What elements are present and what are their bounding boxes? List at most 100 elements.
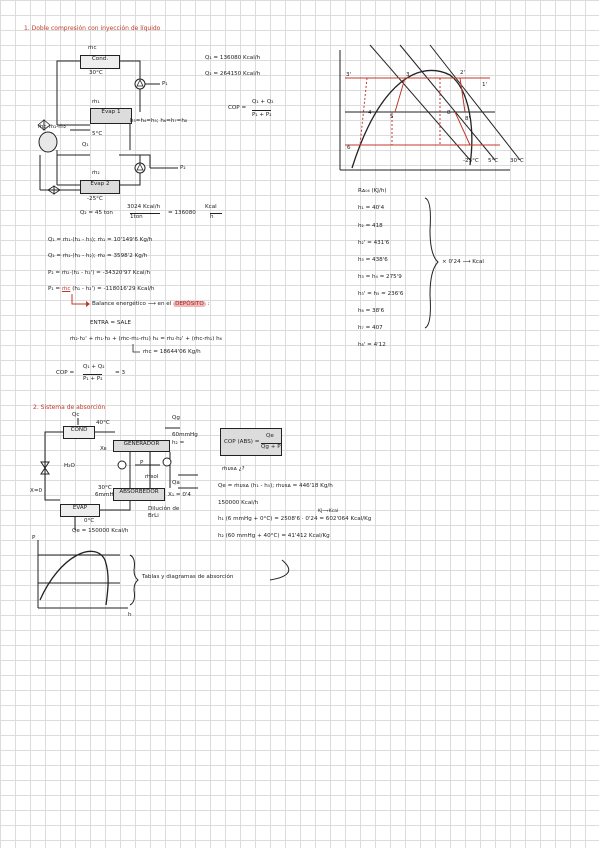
p1-label: P₁ xyxy=(162,81,168,87)
cop2-denominator: P₁ + P₂ xyxy=(83,374,103,382)
cop-label: COP = xyxy=(228,105,247,111)
evap2b-label: EVAP xyxy=(72,505,88,511)
ph-point-5: 5 xyxy=(390,114,394,120)
qa-label: Qa xyxy=(172,480,180,486)
eq-p2: P₂ = ṁ₂·(h₁ - h₂') = -34320'97 Kcal/h xyxy=(48,270,151,276)
cop2-value: = 3 xyxy=(115,370,126,376)
p2-label: P₂ xyxy=(180,165,186,171)
evap1-label: Evap 1 xyxy=(101,109,121,115)
cop-abs-label: COP (ABS) = xyxy=(224,439,260,445)
qg-label: Qg xyxy=(172,415,180,421)
evap2-box: Evap 2 xyxy=(80,180,120,194)
q2-frac-num: 3024 Kcal/h xyxy=(127,204,161,210)
enthalpy-row-4: h₃ = 438'6 xyxy=(358,257,388,263)
qe-equation: Qe = ṁᴜsᴀ (h₁ - h₅); ṁᴜsᴀ = 446'18 Kg/h xyxy=(218,483,333,489)
temp-minus25: -25°C xyxy=(87,196,103,202)
q2-unit-num: Kcal xyxy=(205,204,217,210)
q1-value: Q₁ = 136080 Kcal/h xyxy=(205,55,261,61)
q2-calc: Q₂ = 45 ton xyxy=(80,210,113,216)
evap2b-box: EVAP xyxy=(60,504,100,517)
tablas-note: Tablas y diagramas de absorción xyxy=(142,574,234,580)
generator-box: GENERADOR xyxy=(113,440,170,452)
entra-sale: ENTRA = SALE xyxy=(90,320,131,326)
musa-question: ṁᴜsᴀ ¿? xyxy=(222,466,245,472)
qc-label: Qc xyxy=(72,412,80,418)
enthalpy-row-5: h₃ = h₄ = 275'9 xyxy=(358,274,402,280)
eq-p1-pre: P₁ = xyxy=(48,286,61,292)
balance-line: Balance energético ⟶ en el DEPÓSITO : xyxy=(92,301,209,308)
mix-label: ṁc-ṁ₁-ṁ₂ xyxy=(38,124,66,130)
cop2-label: COP = xyxy=(56,370,75,376)
absorber-label: ABSORBEDOR xyxy=(119,489,159,495)
evap2b-temp: 0°C xyxy=(84,518,95,524)
mix-right-label: h₃=h₄=h₅; h₆=h₇=h₈ xyxy=(130,118,188,124)
condenser-temp: 30°C xyxy=(89,70,103,76)
condenser-box: Cond. xyxy=(80,55,120,69)
absorber-pressure: 6mmHg xyxy=(95,492,118,498)
balance-post: : xyxy=(207,301,210,307)
x0-label: X=0 xyxy=(30,488,43,494)
evap1-box: Evap 1 xyxy=(90,108,132,124)
enthalpy-row-2: h₂ = 418 xyxy=(358,223,383,229)
qe-value-below: 150000 Kcal/h xyxy=(218,500,259,506)
isotherm-30: 30°C xyxy=(510,158,524,164)
h2o-label: H₂O xyxy=(64,463,75,469)
kj-kcal-note: KJ⟶Kcal xyxy=(318,509,339,514)
eq-q2: Q₂ = ṁ₂·(h₁ - h₂); ṁ₂ = 3598'2 Kg/h xyxy=(48,253,148,259)
qe-label: Qe = 150000 Kcal/h xyxy=(72,528,129,534)
ph-point-1p: 1' xyxy=(482,82,488,88)
ph-point-2p: 2' xyxy=(460,70,466,76)
enthalpy-row-1: h₁ = 40'4 xyxy=(358,205,385,211)
q2-value: Q₂ = 264150 Kcal/h xyxy=(205,71,261,77)
mc-label: ṁc xyxy=(88,45,97,51)
ph-point-3p: 3' xyxy=(346,72,352,78)
cop-abs-num: Qe xyxy=(266,433,274,439)
isotherm-5: 5°C xyxy=(488,158,499,164)
enthalpy-header: Rᴀ₀₄ (KJ/h) xyxy=(358,188,387,194)
ph-point-3: 3 xyxy=(406,72,410,78)
generator-pressure: 60mmHg xyxy=(172,432,198,438)
ph-point-8p: 8' xyxy=(465,116,471,122)
generator-h: h₂ = xyxy=(172,440,185,446)
graph-axis-h: h xyxy=(128,612,132,618)
section1-title: 1. Doble compresión con inyección de líq… xyxy=(24,25,161,32)
cop-numerator: Q₁ + Q₂ xyxy=(252,99,274,105)
balance-pre: Balance energético ⟶ en el xyxy=(92,301,172,307)
enthalpy-row-8: h₇ = 407 xyxy=(358,325,383,331)
condenser-label: Cond. xyxy=(91,56,109,62)
cop-abs-box: COP (ABS) = Qe Qg + P xyxy=(220,428,282,456)
x1-label: X₁ = 0'4 xyxy=(168,492,191,498)
condenser2-box: COND xyxy=(63,426,95,439)
condenser2-temp: 40°C xyxy=(96,420,110,426)
p-pump-label: P xyxy=(140,460,144,466)
temp-5c: 5°C xyxy=(92,131,103,137)
msol-label: ṁsol xyxy=(145,474,159,480)
absorber-temp: 30°C xyxy=(98,485,112,491)
m1-label: ṁ₁ xyxy=(92,99,100,105)
long-balance-eq: ṁ₂·h₂' + ṁ₁·h₃ + (ṁc-ṁ₁-ṁ₂) h₄ = ṁ₂·h₂' … xyxy=(70,336,222,342)
isotherm-minus25: -25°C xyxy=(463,158,479,164)
eq-p1-mc: ṁc xyxy=(61,286,71,292)
m2-label: ṁ₂ xyxy=(92,170,100,176)
enthalpy-row-7: h₆ = 38'6 xyxy=(358,308,385,314)
q2-frac-den: 1ton xyxy=(130,213,160,221)
enthalpy-row-3: h₂' = 431'6 xyxy=(358,240,390,246)
section2-title: 2. Sistema de absorción xyxy=(33,404,106,411)
eq-p1: P₁ = ṁc (h₁ - h₂') = -118016'29 Kcal/h xyxy=(48,286,154,293)
evap2-label: Evap 2 xyxy=(90,181,110,187)
mc-result: ṁc = 18644'06 Kg/h xyxy=(143,349,201,355)
q2-unit-den: h xyxy=(210,213,222,221)
h1-equation: h₁ (6 mmHg + 0°C) = 2508'6 · 0'24 = 602'… xyxy=(218,516,372,522)
graph-axis-p: P xyxy=(32,535,36,541)
dilution-label: Dilución de BrLi xyxy=(148,506,180,519)
absorber-box: ABSORBEDOR xyxy=(113,488,165,501)
xe-label: Xᴇ xyxy=(100,446,107,452)
eq-p1-post: (h₁ - h₂') = -118016'29 Kcal/h xyxy=(72,286,155,292)
deposito-highlight: DEPÓSITO xyxy=(173,301,206,307)
